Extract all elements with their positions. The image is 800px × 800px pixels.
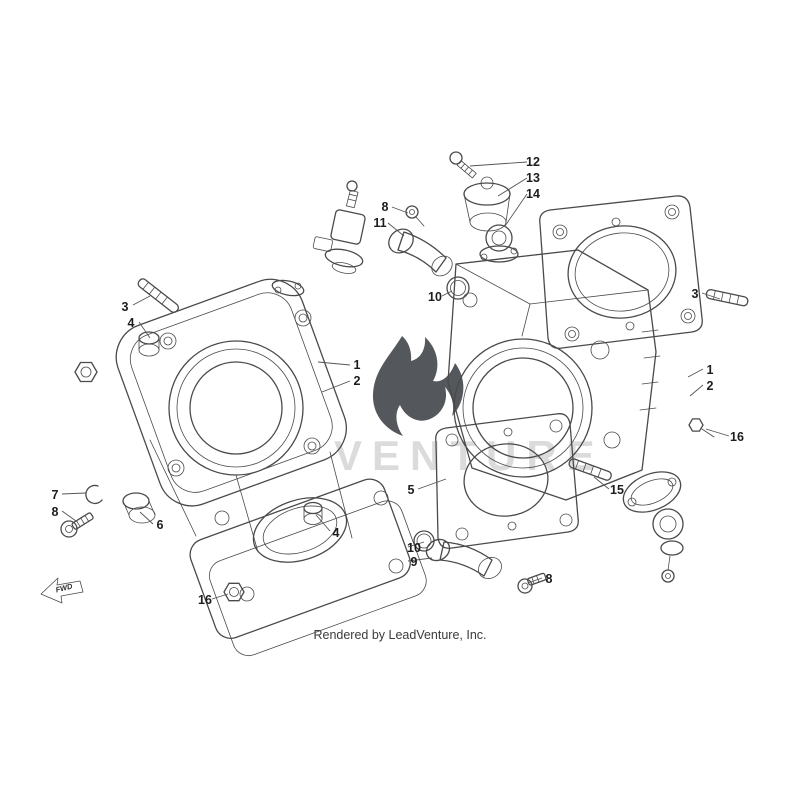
callout-11: 11 xyxy=(373,215,387,230)
callout-1-left: 1 xyxy=(353,357,361,372)
caption: Rendered by LeadVenture, Inc. xyxy=(313,628,487,642)
callout-4-left: 4 xyxy=(127,315,135,330)
callout-15: 15 xyxy=(610,482,624,497)
nut-16-left xyxy=(223,582,245,602)
stud-3-right xyxy=(705,289,749,307)
callout-5: 5 xyxy=(407,482,415,497)
elbow-9 xyxy=(425,538,502,579)
bolt-8-top xyxy=(405,205,425,227)
callout-9: 9 xyxy=(410,554,418,569)
stud-3-left xyxy=(137,278,180,313)
right-cylinder-body xyxy=(447,249,661,501)
dowel-6 xyxy=(122,492,156,524)
callout-10-bottom: 10 xyxy=(407,540,421,555)
head-gasket-right xyxy=(539,195,703,349)
callout-6: 6 xyxy=(156,517,164,532)
watermark-text: VENTURE xyxy=(334,432,605,479)
callout-2-right: 2 xyxy=(706,378,714,393)
callout-2-left: 2 xyxy=(353,373,361,388)
injector-assembly xyxy=(622,471,684,583)
screw-8-left xyxy=(60,512,94,538)
watermark-flame-icon xyxy=(372,336,464,436)
hex-nut-left xyxy=(74,361,98,383)
dowel-4-left xyxy=(138,331,160,357)
stud-15 xyxy=(568,458,612,481)
callout-14: 14 xyxy=(526,186,540,201)
callout-16-right: 16 xyxy=(730,429,744,444)
callout-4-bottom: 4 xyxy=(332,525,340,540)
oring-10-top xyxy=(446,276,470,300)
callout-8-top: 8 xyxy=(381,199,389,214)
callout-1-right: 1 xyxy=(706,362,714,377)
callout-8-left: 8 xyxy=(51,504,59,519)
elbow-11 xyxy=(388,228,453,277)
base-gasket-5 xyxy=(435,413,579,549)
sensor-assembly xyxy=(271,180,366,297)
screw-8-bottom xyxy=(517,572,547,594)
callout-13: 13 xyxy=(526,170,540,185)
left-cylinder-bore xyxy=(168,340,304,476)
callout-10-top: 10 xyxy=(428,289,442,304)
bolt-16-right xyxy=(688,418,715,438)
oring-10-bottom xyxy=(413,530,435,552)
callout-3-right: 3 xyxy=(691,286,699,301)
callout-12: 12 xyxy=(526,154,540,169)
callout-8-bottom: 8 xyxy=(545,571,553,586)
thermostat-cover-13 xyxy=(463,176,511,232)
dowel-4-lower xyxy=(303,501,323,525)
callout-16-left: 16 xyxy=(198,592,212,607)
fwd-arrow-icon xyxy=(40,577,84,604)
callout-7: 7 xyxy=(51,487,59,502)
left-head-gasket xyxy=(115,278,347,507)
bolt-12 xyxy=(449,151,477,179)
thermostat-14 xyxy=(479,224,519,263)
callout-3-left: 3 xyxy=(121,299,129,314)
clip-7 xyxy=(85,484,103,505)
leader-lines xyxy=(61,161,730,600)
